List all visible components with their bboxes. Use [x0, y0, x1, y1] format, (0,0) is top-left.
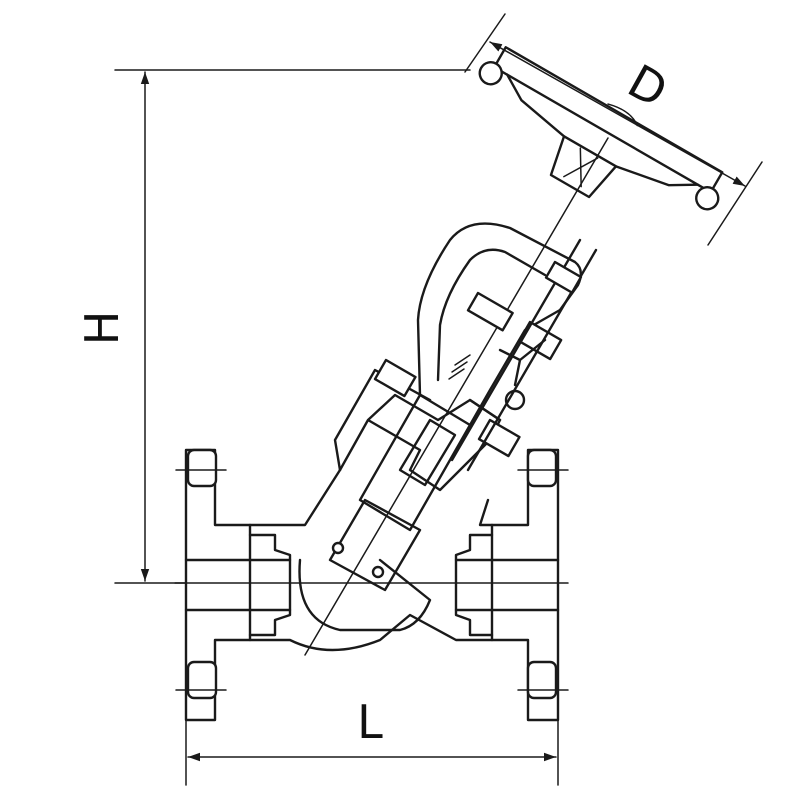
yoke-right-arm — [468, 308, 562, 427]
body-shell-bottom — [248, 613, 494, 652]
gland-bolt-nut — [517, 320, 563, 361]
spring-coil — [448, 354, 471, 380]
d-left-extension — [464, 13, 506, 73]
stem-nut — [544, 260, 583, 294]
left-nozzle — [248, 533, 292, 637]
d-right-extension — [707, 161, 763, 246]
handwheel-rim — [493, 46, 724, 194]
left-flange-bolt-bottom — [186, 660, 218, 700]
bonnet-assembly — [304, 137, 609, 656]
handwheel-hub-cross — [563, 147, 599, 188]
dimension-l: L — [185, 654, 559, 786]
handwheel-rim-right — [695, 186, 720, 211]
left-flange-bolt-top — [186, 448, 218, 488]
disc-pin-right — [371, 565, 385, 579]
dimension-h: H — [75, 69, 471, 584]
right-bore — [454, 558, 560, 612]
valve-seat — [298, 558, 432, 632]
left-bore — [184, 558, 292, 612]
handwheel-hub — [549, 135, 618, 199]
right-nozzle — [454, 533, 494, 637]
l-label: L — [357, 695, 383, 749]
handwheel-rim-left — [478, 61, 503, 86]
right-flange-bolt-bottom — [526, 660, 558, 700]
gland-packing — [398, 418, 457, 487]
yoke-inner-left — [436, 248, 547, 382]
h-label: H — [75, 311, 129, 346]
gland-flange-nut — [466, 291, 514, 332]
stem-centerline — [304, 137, 609, 656]
valve-disc — [328, 498, 422, 592]
handwheel — [478, 46, 724, 211]
disc-pin-left — [331, 541, 345, 555]
handwheel-rotation-mark — [607, 103, 638, 127]
bonnet-nut-left — [373, 358, 417, 398]
d-label: D — [619, 54, 676, 118]
valve-body — [174, 448, 569, 722]
bonnet-nut-right — [477, 418, 521, 458]
bonnet-body — [338, 393, 502, 492]
handwheel-spokes — [506, 73, 699, 187]
yoke-left-arm — [416, 222, 583, 397]
body-shell-top — [248, 468, 494, 527]
right-flange-bolt-top — [526, 448, 558, 488]
